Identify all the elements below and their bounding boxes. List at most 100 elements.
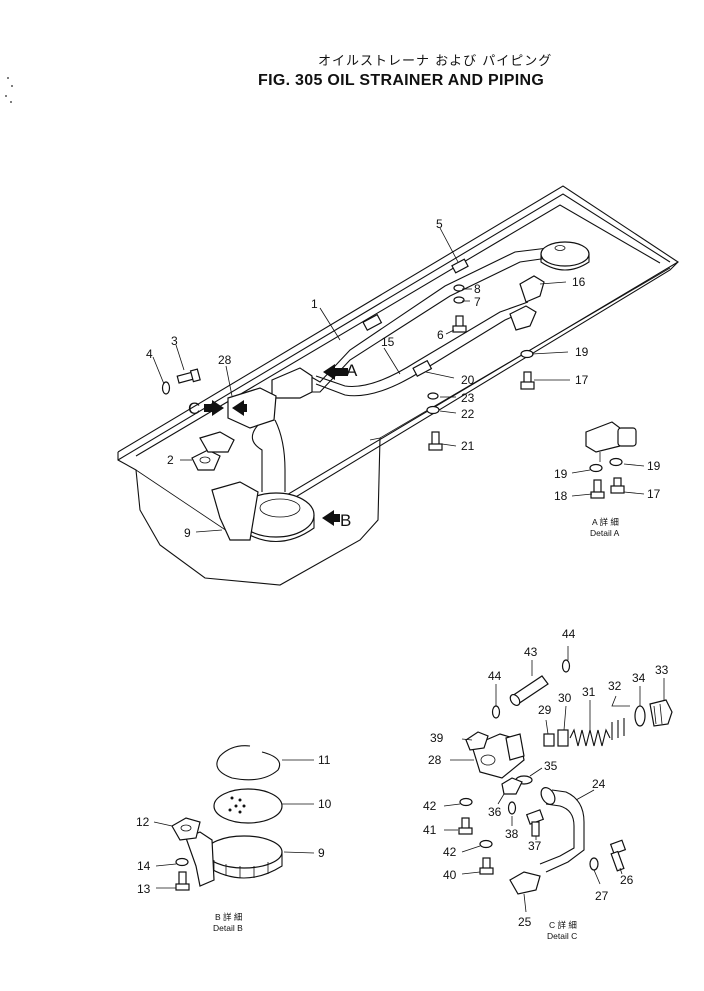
detail-a-callout-19-right: 19 — [647, 459, 661, 473]
detail-c-callout-33: 33 — [655, 663, 669, 677]
tee-fitting — [227, 367, 313, 492]
detail-c-callout-41: 41 — [423, 823, 437, 837]
o-ring-38 — [507, 801, 517, 815]
detail-a-label-jp: A 詳 細 — [592, 517, 619, 527]
gasket-34 — [634, 705, 646, 727]
callout-16: 16 — [572, 275, 586, 289]
callout-20: 20 — [461, 373, 475, 387]
bolt-6 — [452, 315, 467, 333]
detail-c-label-jp: C 詳 細 — [549, 920, 577, 930]
detail-c-callout-35: 35 — [544, 759, 558, 773]
detail-b-callout-13: 13 — [137, 882, 151, 896]
detail-c-label: Detail C — [547, 931, 577, 941]
detail-a-callout-18: 18 — [554, 489, 568, 503]
detail-c-callout-44-upper: 44 — [562, 627, 576, 641]
pipe-43 — [509, 675, 549, 707]
callout-21: 21 — [461, 439, 475, 453]
detail-b-label: Detail B — [213, 923, 243, 933]
detail-c-callout-27: 27 — [595, 889, 609, 903]
detail-c-callout-32: 32 — [608, 679, 622, 693]
view-arrow-a: A — [323, 361, 358, 380]
flange-16 — [519, 275, 545, 303]
detail-c-callout-38: 38 — [505, 827, 519, 841]
detail-b-callout-14: 14 — [137, 859, 151, 873]
o-ring-44-upper — [561, 659, 571, 673]
detail-c-callout-42-lower: 42 — [443, 845, 457, 859]
callout-15: 15 — [381, 335, 395, 349]
detail-c-callout-37: 37 — [528, 839, 542, 853]
detail-c-callout-42-upper: 42 — [423, 799, 437, 813]
detail-c-callout-26: 26 — [620, 873, 634, 887]
callout-19: 19 — [575, 345, 589, 359]
washer-8 — [453, 284, 465, 292]
clamp-5 — [451, 258, 469, 274]
callout-2: 2 — [167, 453, 174, 467]
view-arrow-c: C — [188, 399, 247, 418]
bolt-3 — [176, 368, 201, 384]
washer-42-upper — [459, 797, 473, 807]
washer-42-lower — [479, 839, 493, 849]
clamp-20 — [412, 359, 433, 377]
detail-b-callout-11: 11 — [318, 753, 331, 767]
gasket-36 — [501, 777, 523, 795]
leader-lines-main — [152, 227, 570, 533]
detail-b-callout-10: 10 — [318, 797, 332, 811]
washer-7 — [453, 296, 465, 304]
washer-4 — [161, 381, 171, 395]
bolt-40 — [479, 857, 494, 875]
bolt-41 — [458, 817, 473, 835]
spacer-30 — [557, 729, 569, 747]
detail-c-callout-36: 36 — [488, 805, 502, 819]
flange-25 — [509, 871, 541, 895]
o-ring-27 — [589, 857, 599, 871]
strainer-9 — [211, 481, 315, 543]
detail-c-callout-34: 34 — [632, 671, 646, 685]
scan-marks — [5, 77, 13, 103]
washer-23 — [427, 392, 439, 400]
callouts-main: 1 2 3 4 5 6 7 8 9 15 16 17 19 20 21 22 2… — [146, 217, 589, 540]
pipe-24 — [509, 787, 585, 895]
spring-31 — [569, 728, 611, 747]
detail-a: 19 19 18 17 A 詳 細 Detail A — [554, 421, 661, 538]
detail-b: 11 10 9 12 14 13 B 詳 細 Detail B — [136, 745, 332, 933]
detail-a-callout-17: 17 — [647, 487, 661, 501]
detail-b-callout-12: 12 — [136, 815, 150, 829]
clamp-upper — [362, 313, 383, 331]
bolt-21 — [428, 431, 443, 451]
callout-5: 5 — [436, 217, 443, 231]
detail-c-callout-43: 43 — [524, 645, 538, 659]
view-b-label: B — [340, 511, 351, 530]
detail-b-label-jp: B 詳 細 — [215, 912, 242, 922]
shims-32 — [611, 718, 625, 740]
detail-b-callout-9: 9 — [318, 846, 325, 860]
callout-22: 22 — [461, 407, 475, 421]
bolt-37 — [525, 809, 545, 837]
view-arrow-b: B — [322, 510, 351, 530]
figure-title: FIG. 305 OIL STRAINER AND PIPING — [258, 72, 545, 89]
detail-c-callout-40: 40 — [443, 868, 457, 882]
detail-a-callout-19-left: 19 — [554, 467, 568, 481]
callout-28: 28 — [218, 353, 232, 367]
callout-7: 7 — [474, 295, 481, 309]
bolt-26 — [609, 839, 627, 872]
detail-c-callout-31: 31 — [582, 685, 596, 699]
callout-17: 17 — [575, 373, 589, 387]
flange-lower — [509, 305, 537, 331]
gasket-2 — [191, 449, 221, 471]
screen-holes — [228, 796, 246, 814]
detail-a-label: Detail A — [590, 528, 620, 538]
breather-cap — [540, 241, 590, 271]
washer-22 — [426, 405, 440, 415]
callout-8: 8 — [474, 282, 481, 296]
valve-29 — [543, 733, 555, 747]
detail-c-callout-24: 24 — [592, 777, 606, 791]
detail-c-callout-30: 30 — [558, 691, 572, 705]
detail-c-callout-39: 39 — [430, 731, 444, 745]
gasket-upper — [199, 431, 235, 453]
detail-c-callout-25: 25 — [518, 915, 532, 929]
title-japanese: オイルストレーナ および パイピング — [318, 54, 553, 69]
callout-6: 6 — [437, 328, 444, 342]
detail-c-callout-44-lower: 44 — [488, 669, 502, 683]
detail-c-callout-28: 28 — [428, 753, 442, 767]
